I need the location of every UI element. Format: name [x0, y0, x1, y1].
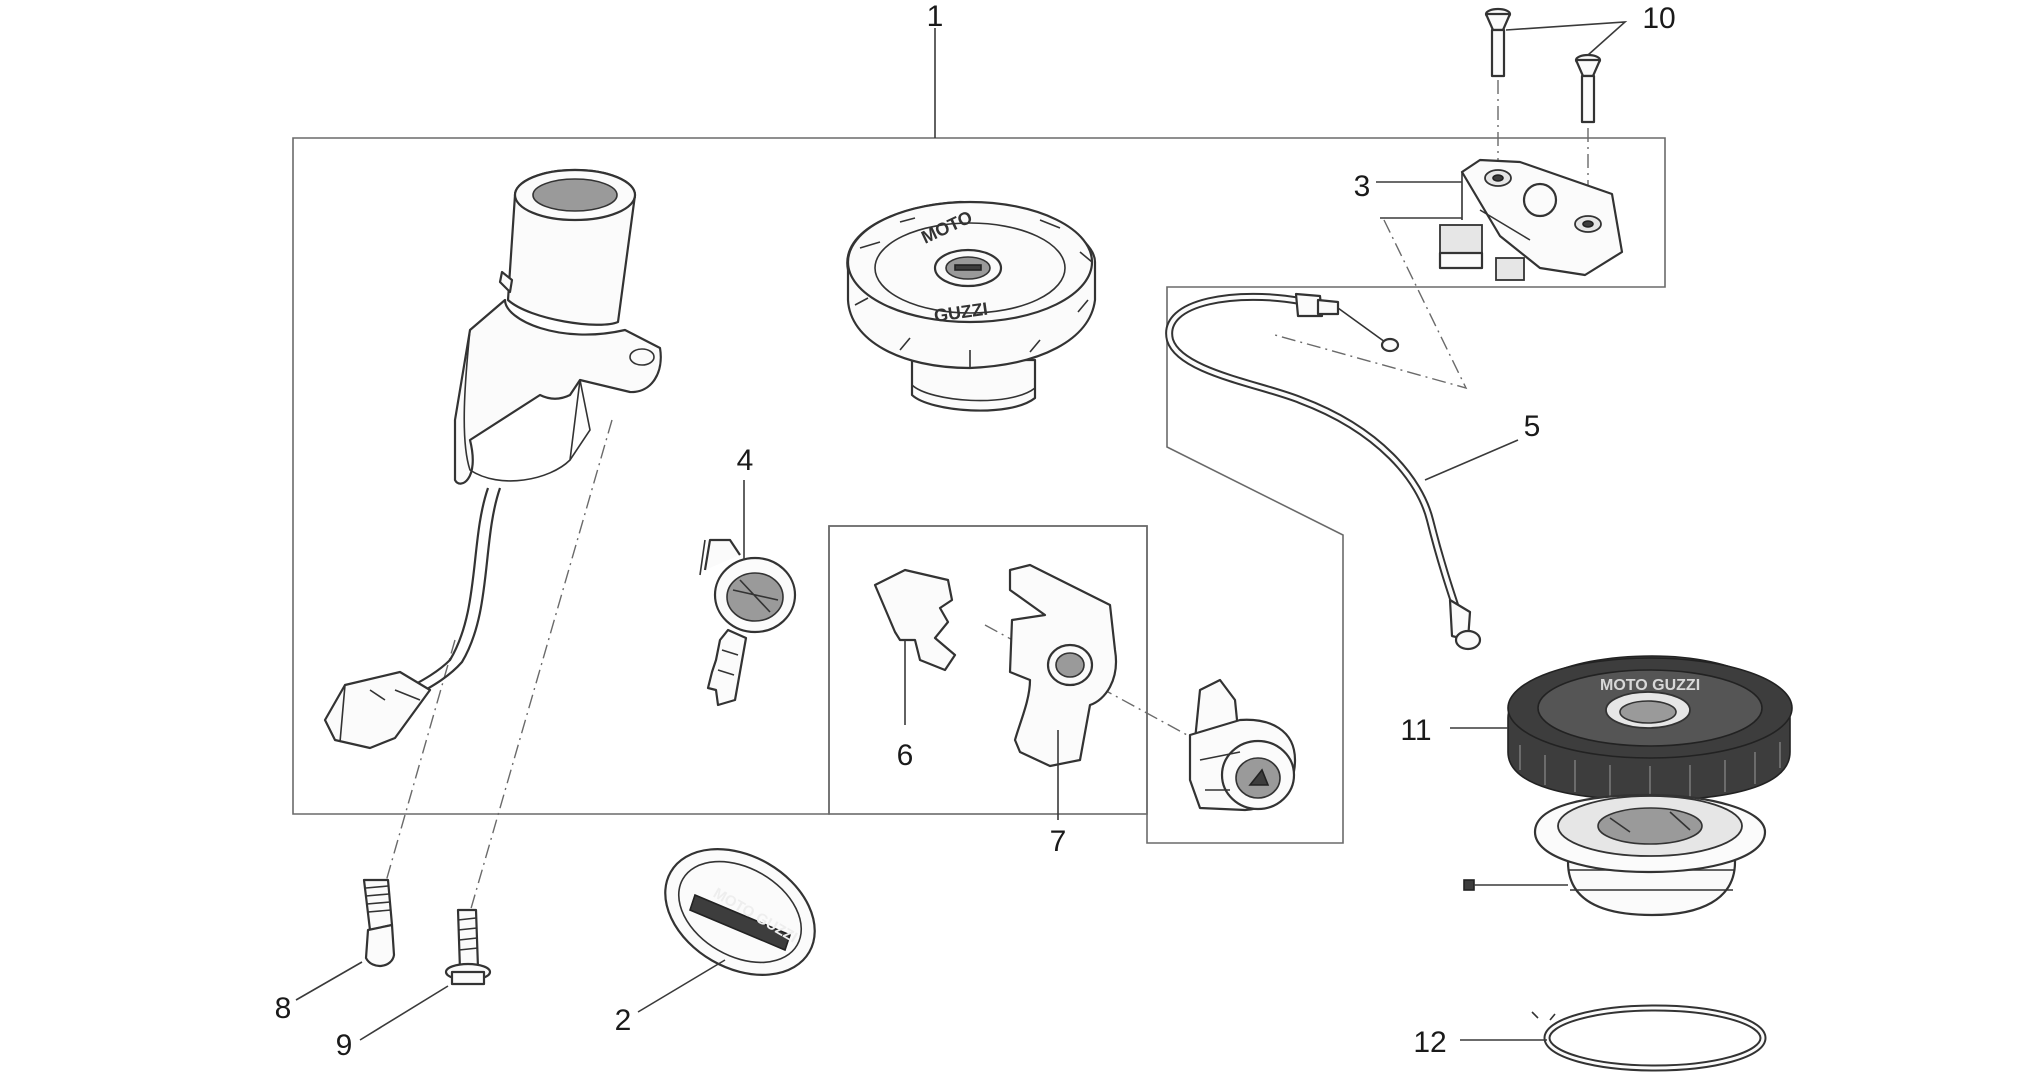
callout-6: 6	[897, 739, 914, 772]
leader-lines	[295, 21, 1628, 1041]
alignment-lines	[384, 80, 1589, 913]
callout-5: 5	[1524, 410, 1541, 443]
bolt-8	[362, 878, 396, 967]
callout-1: 1	[927, 0, 944, 33]
lock-cylinder	[1188, 678, 1297, 812]
bracket-3	[1438, 158, 1624, 281]
callout-labels: 1 2 3 4 5 6 7 8 9 10 11 12	[275, 0, 1676, 1062]
key-4	[699, 538, 797, 707]
callout-10: 10	[1642, 2, 1675, 35]
bolt-9	[444, 908, 492, 986]
badge-2: MOTO GUZZI	[664, 848, 816, 976]
black-fuel-cap-11: MOTO GUZZI	[1507, 655, 1793, 801]
fuel-cap: MOTO GUZZI	[846, 200, 1097, 412]
callout-3: 3	[1354, 170, 1371, 203]
callout-8: 8	[275, 992, 292, 1025]
circlip-12	[1530, 1004, 1767, 1072]
callout-7: 7	[1050, 825, 1067, 858]
callout-9: 9	[336, 1029, 353, 1062]
callout-11: 11	[1400, 714, 1431, 747]
kit-frame-7	[828, 525, 1148, 815]
ignition-switch	[323, 168, 662, 750]
callout-2: 2	[615, 1004, 632, 1037]
screw-10a	[1484, 7, 1512, 78]
black-cap-brand: MOTO GUZZI	[1600, 677, 1700, 694]
callout-12: 12	[1413, 1026, 1446, 1059]
cable-5	[1165, 292, 1482, 651]
clip-6	[873, 568, 957, 672]
fuel-neck	[1463, 793, 1767, 917]
bracket-7	[1008, 563, 1118, 768]
screw-10b	[1574, 53, 1602, 124]
callout-4: 4	[737, 444, 754, 477]
